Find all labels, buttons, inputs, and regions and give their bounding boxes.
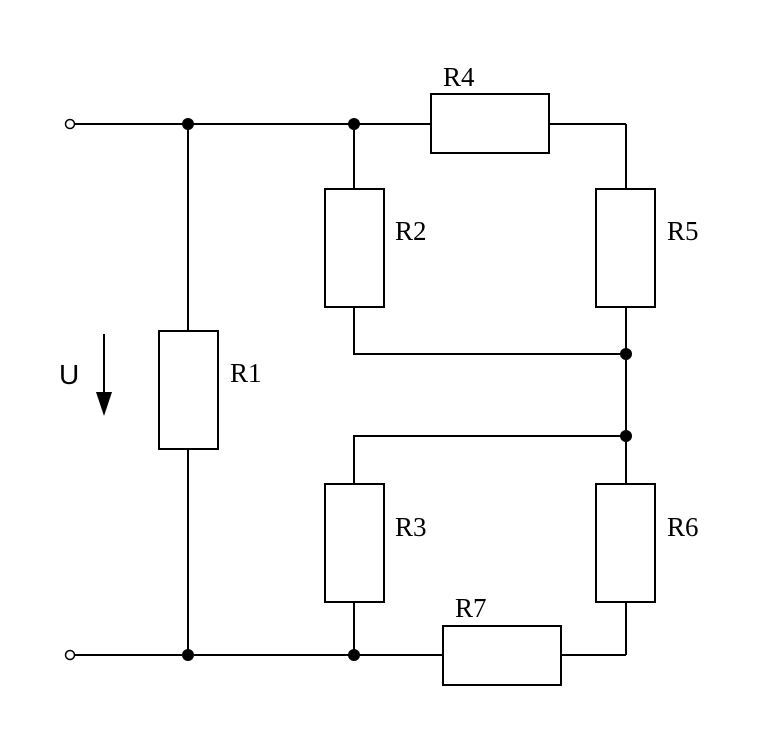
- resistor-r5: [595, 188, 656, 308]
- resistor-label-r7: R7: [455, 593, 487, 623]
- junction-node: [620, 348, 632, 360]
- resistor-r6: [595, 483, 656, 603]
- wire-r3-top: [353, 435, 626, 484]
- wires: [75, 123, 627, 656]
- resistor-r2: [324, 188, 385, 308]
- resistor-label-r2: R2: [395, 216, 427, 246]
- junction-node: [620, 430, 632, 442]
- junction-node: [348, 649, 360, 661]
- terminal-bottom: [64, 649, 76, 661]
- resistor-label-r5: R5: [667, 216, 699, 246]
- voltage-label: U: [59, 359, 79, 390]
- resistor-r1: [158, 330, 219, 450]
- resistor-label-r3: R3: [395, 512, 427, 542]
- resistor-r7: [442, 625, 562, 686]
- junction-node: [182, 649, 194, 661]
- wire-r2-bottom: [353, 307, 626, 355]
- terminals: [64, 118, 76, 661]
- resistor-label-r1: R1: [230, 358, 262, 388]
- resistor-r4: [430, 93, 550, 154]
- terminal-top: [64, 118, 76, 130]
- junction-node: [182, 118, 194, 130]
- junctions: [182, 118, 632, 661]
- junction-node: [348, 118, 360, 130]
- resistor-label-r6: R6: [667, 512, 699, 542]
- voltage-arrow-icon: [96, 334, 112, 416]
- resistor-label-r4: R4: [443, 62, 475, 92]
- resistors: [158, 93, 656, 686]
- resistor-r3: [324, 483, 385, 603]
